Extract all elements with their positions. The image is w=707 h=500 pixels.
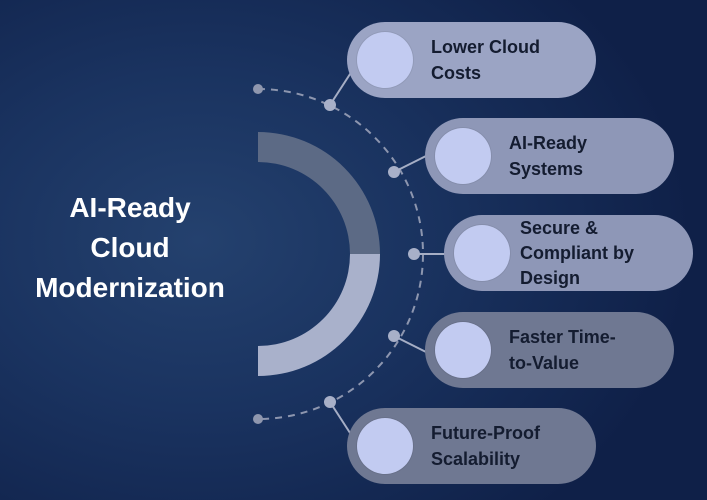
arc-end-dot-bottom (253, 414, 263, 424)
item-label: Lower Cloud Costs (431, 22, 584, 98)
node-dot-2 (388, 166, 400, 178)
item-label-line: Design (520, 267, 581, 288)
item-label-line: to-Value (509, 353, 580, 373)
infographic-title: AI-Ready Cloud Modernization (10, 188, 250, 308)
title-line-3: Modernization (35, 272, 225, 303)
arc-upper-segment (258, 132, 380, 254)
circle-icon (357, 32, 413, 88)
item-ai-ready-systems: AI-Ready Systems (425, 118, 674, 194)
circle-icon (435, 322, 491, 378)
item-future-proof-scalability: Future-Proof Scalability (347, 408, 596, 484)
arc-end-dot-top (253, 84, 263, 94)
connector-1 (329, 70, 353, 106)
item-faster-time-to-value: Faster Time- to-Value (425, 312, 674, 388)
item-label: AI-Ready Systems (509, 118, 662, 194)
connector-2 (393, 154, 429, 173)
title-line-2: Cloud (90, 232, 170, 263)
item-label-line: Costs (431, 63, 482, 83)
item-label-line: Lower Cloud (431, 37, 540, 57)
item-label-line: Secure & (520, 217, 599, 238)
item-label-line: Systems (509, 159, 584, 179)
item-secure-compliant: Secure & Compliant by Design (444, 215, 693, 291)
circle-icon (435, 128, 491, 184)
item-label-line: Faster Time- (509, 327, 616, 347)
item-lower-cloud-costs: Lower Cloud Costs (347, 22, 596, 98)
circle-icon (454, 225, 510, 281)
item-label: Faster Time- to-Value (509, 312, 662, 388)
item-label: Secure & Compliant by Design (520, 215, 681, 291)
item-label-line: AI-Ready (509, 133, 588, 153)
arc-lower-segment (258, 254, 380, 376)
circle-icon (357, 418, 413, 474)
node-dot-5 (324, 396, 336, 408)
item-label-line: Compliant by (520, 242, 635, 263)
item-label: Future-Proof Scalability (431, 408, 584, 484)
node-dot-3 (408, 248, 420, 260)
connector-4 (393, 335, 429, 354)
item-label-line: Scalability (431, 449, 521, 469)
connector-5 (329, 401, 353, 437)
item-label-line: Future-Proof (431, 423, 540, 443)
node-dot-1 (324, 99, 336, 111)
node-dot-4 (388, 330, 400, 342)
title-line-1: AI-Ready (69, 192, 191, 223)
